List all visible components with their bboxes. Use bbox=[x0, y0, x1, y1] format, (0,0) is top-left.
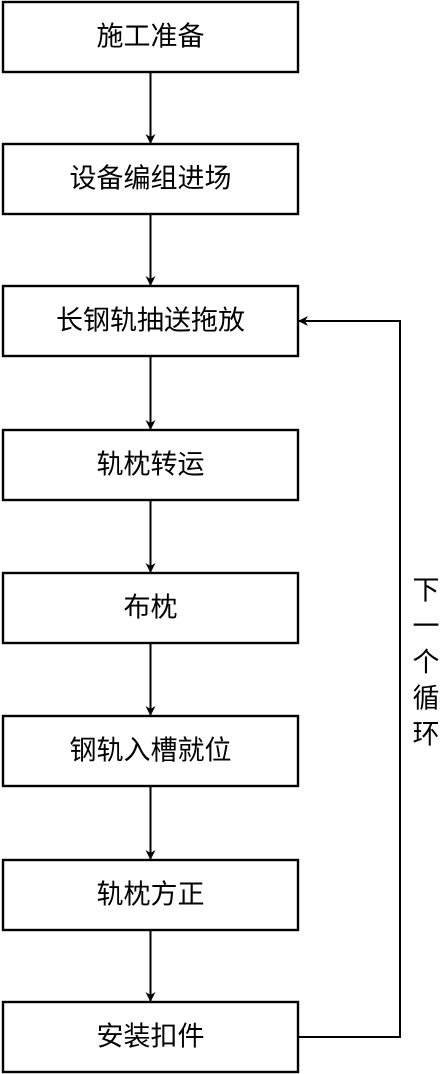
flow-step-label: 长钢轨抽送拖放 bbox=[56, 306, 245, 337]
loop-back-line bbox=[298, 316, 401, 1038]
flow-step-label: 设备编组进场 bbox=[70, 164, 232, 195]
loop-label-char: 个 bbox=[413, 648, 440, 679]
flow-step-box bbox=[1, 1000, 300, 1074]
flow-step-box bbox=[1, 428, 300, 502]
flow-step: 轨枕转运 bbox=[1, 428, 300, 502]
flow-step: 施工准备 bbox=[1, 0, 300, 74]
loop-label-char: 下 bbox=[413, 576, 440, 607]
flow-step-box bbox=[1, 0, 300, 74]
loop-label-char: 一 bbox=[413, 612, 440, 643]
flow-step-label: 施工准备 bbox=[97, 22, 205, 53]
flow-step: 安装扣件 bbox=[1, 1000, 300, 1074]
flow-step-label: 轨枕方正 bbox=[97, 880, 205, 911]
flow-step-box bbox=[1, 142, 300, 216]
loop-label-char: 环 bbox=[413, 720, 440, 751]
flow-step: 布枕 bbox=[1, 571, 300, 645]
flow-step-label: 布枕 bbox=[124, 593, 178, 624]
flow-step: 钢轨入槽就位 bbox=[1, 714, 300, 788]
flow-step-label: 轨枕转运 bbox=[97, 450, 205, 481]
flow-step-box bbox=[1, 714, 300, 788]
flow-step-box bbox=[1, 858, 300, 932]
flow-step: 长钢轨抽送拖放 bbox=[1, 284, 300, 358]
loop-label-char: 循 bbox=[413, 684, 440, 715]
flow-step: 轨枕方正 bbox=[1, 858, 300, 932]
flow-step: 设备编组进场 bbox=[1, 142, 300, 216]
flow-step-label: 钢轨入槽就位 bbox=[70, 736, 232, 767]
flow-step-box bbox=[1, 571, 300, 645]
flow-step-label: 安装扣件 bbox=[97, 1022, 205, 1053]
flow-step-box bbox=[1, 284, 300, 358]
